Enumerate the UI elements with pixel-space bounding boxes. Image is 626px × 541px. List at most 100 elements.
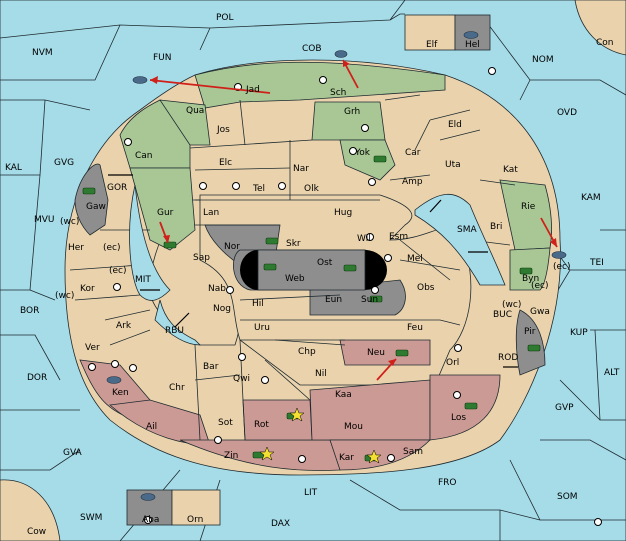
land-label-58: Orl: [446, 358, 459, 368]
land-label-38: (wc): [55, 291, 74, 301]
land-label-69: Sam: [403, 447, 423, 457]
label-tei: TEI: [589, 258, 604, 268]
mit-inner-sea: [129, 184, 171, 301]
army-neu: [395, 349, 409, 357]
army-yok: [373, 155, 387, 163]
label-con: Con: [596, 38, 614, 48]
label-cob: COB: [302, 44, 322, 54]
label-kal: KAL: [5, 163, 22, 173]
land-label-28: (wc): [60, 217, 79, 227]
land-label-6: Eld: [448, 120, 462, 130]
sma-sea: [414, 193, 506, 286]
fleet-fun: [132, 76, 148, 84]
land-label-39: Nab: [208, 284, 226, 294]
label-fun: FUN: [153, 53, 172, 63]
land-label-11: Uta: [445, 160, 461, 170]
label-alt: ALT: [604, 368, 620, 378]
land-label-45: Ark: [116, 321, 132, 331]
land-label-62: Los: [451, 413, 466, 423]
land-label-65: Rot: [254, 420, 269, 430]
fleet-cob: [334, 50, 348, 58]
land-label-49: Uru: [254, 323, 270, 333]
marker-stars: [259, 407, 382, 464]
land-label-47: Nog: [213, 304, 231, 314]
land-label-67: Zin: [224, 451, 238, 461]
army-gaw: [82, 187, 96, 195]
land-label-2: Jad: [245, 85, 260, 95]
fleet-ken: [106, 376, 122, 384]
rbu-sea: [154, 299, 201, 346]
land-label-43: Eun: [325, 295, 342, 305]
land-label-42: Gwa: [530, 307, 550, 317]
land-label-32: Ost: [317, 258, 333, 268]
land-label-31: Skr: [286, 239, 301, 249]
label-lit: LIT: [304, 488, 318, 498]
fleet-units: [106, 31, 567, 501]
land-label-56: Qwi: [233, 374, 250, 384]
land-label-24: Nor: [224, 242, 240, 252]
land-label-52: Ver: [85, 343, 100, 353]
label-kup: KUP: [570, 328, 588, 338]
canal-arrows: [108, 174, 518, 368]
island-orn: [171, 489, 221, 526]
sea-labels: POL NVM FUN COB NOM Con OVD GVG KAL GOR …: [5, 13, 620, 537]
land-label-57: Nil: [315, 369, 327, 379]
army-ost: [343, 264, 357, 272]
land-label-20: Lan: [203, 208, 219, 218]
land-label-15: Tel: [252, 184, 265, 194]
label-som: SOM: [557, 492, 578, 502]
land-label-41: (wc): [502, 300, 521, 310]
central-grey: [257, 249, 366, 291]
land-label-46: Hil: [252, 299, 264, 309]
land-label-25: Esm: [389, 232, 408, 242]
land-label-5: Grh: [344, 107, 360, 117]
land-label-53: Chp: [298, 347, 316, 357]
land-label-12: Elc: [219, 158, 232, 168]
land-label-40: Obs: [417, 283, 435, 293]
land-label-71: Orn: [187, 515, 203, 525]
land-label-13: Nar: [293, 164, 309, 174]
label-fro: FRO: [438, 478, 457, 488]
label-mvu: MVU: [34, 215, 55, 225]
label-gvg: GVG: [54, 158, 74, 168]
label-dax: DAX: [271, 519, 290, 529]
label-nvm: NVM: [32, 48, 53, 58]
land-label-0: Elf: [426, 40, 438, 50]
label-cow: Cow: [27, 527, 46, 537]
land-label-36: Web: [285, 274, 305, 284]
label-mit: MIT: [135, 275, 151, 285]
land-label-21: Hug: [334, 208, 352, 218]
label-gva: GVA: [63, 448, 83, 458]
land-label-72: (ec): [531, 281, 549, 291]
land-label-66: Mou: [344, 422, 363, 432]
label-ovd: OVD: [557, 108, 577, 118]
land-label-4: Qua: [186, 106, 204, 116]
land-label-37: Kor: [80, 284, 95, 294]
land-label-60: Chr: [169, 383, 185, 393]
label-buc: BUC: [493, 310, 512, 320]
land-label-61: Kaa: [335, 390, 352, 400]
fleet-tei: [551, 251, 567, 259]
label-dor: DOR: [27, 373, 47, 383]
label-kam: KAM: [581, 193, 601, 203]
land-label-51: Pir: [524, 327, 536, 337]
land-label-17: Amp: [402, 177, 423, 187]
land-label-19: Gur: [157, 208, 174, 218]
army-sap: [163, 241, 177, 249]
army-los: [464, 402, 478, 410]
army-units: [82, 155, 541, 462]
land-label-34: Byn: [522, 274, 539, 284]
label-bor: BOR: [20, 306, 39, 316]
land-label-14: Kat: [503, 165, 518, 175]
army-sun: [369, 295, 383, 303]
land-label-54: Neu: [367, 348, 385, 358]
army-pir: [527, 344, 541, 352]
land-label-26: Wil: [357, 234, 371, 244]
label-rod: ROD: [498, 353, 518, 363]
label-rbu: RBU: [165, 326, 184, 336]
land-label-35: (ec): [553, 262, 571, 272]
land-label-1: Hel: [465, 40, 480, 50]
land-label-63: Ail: [146, 422, 157, 432]
